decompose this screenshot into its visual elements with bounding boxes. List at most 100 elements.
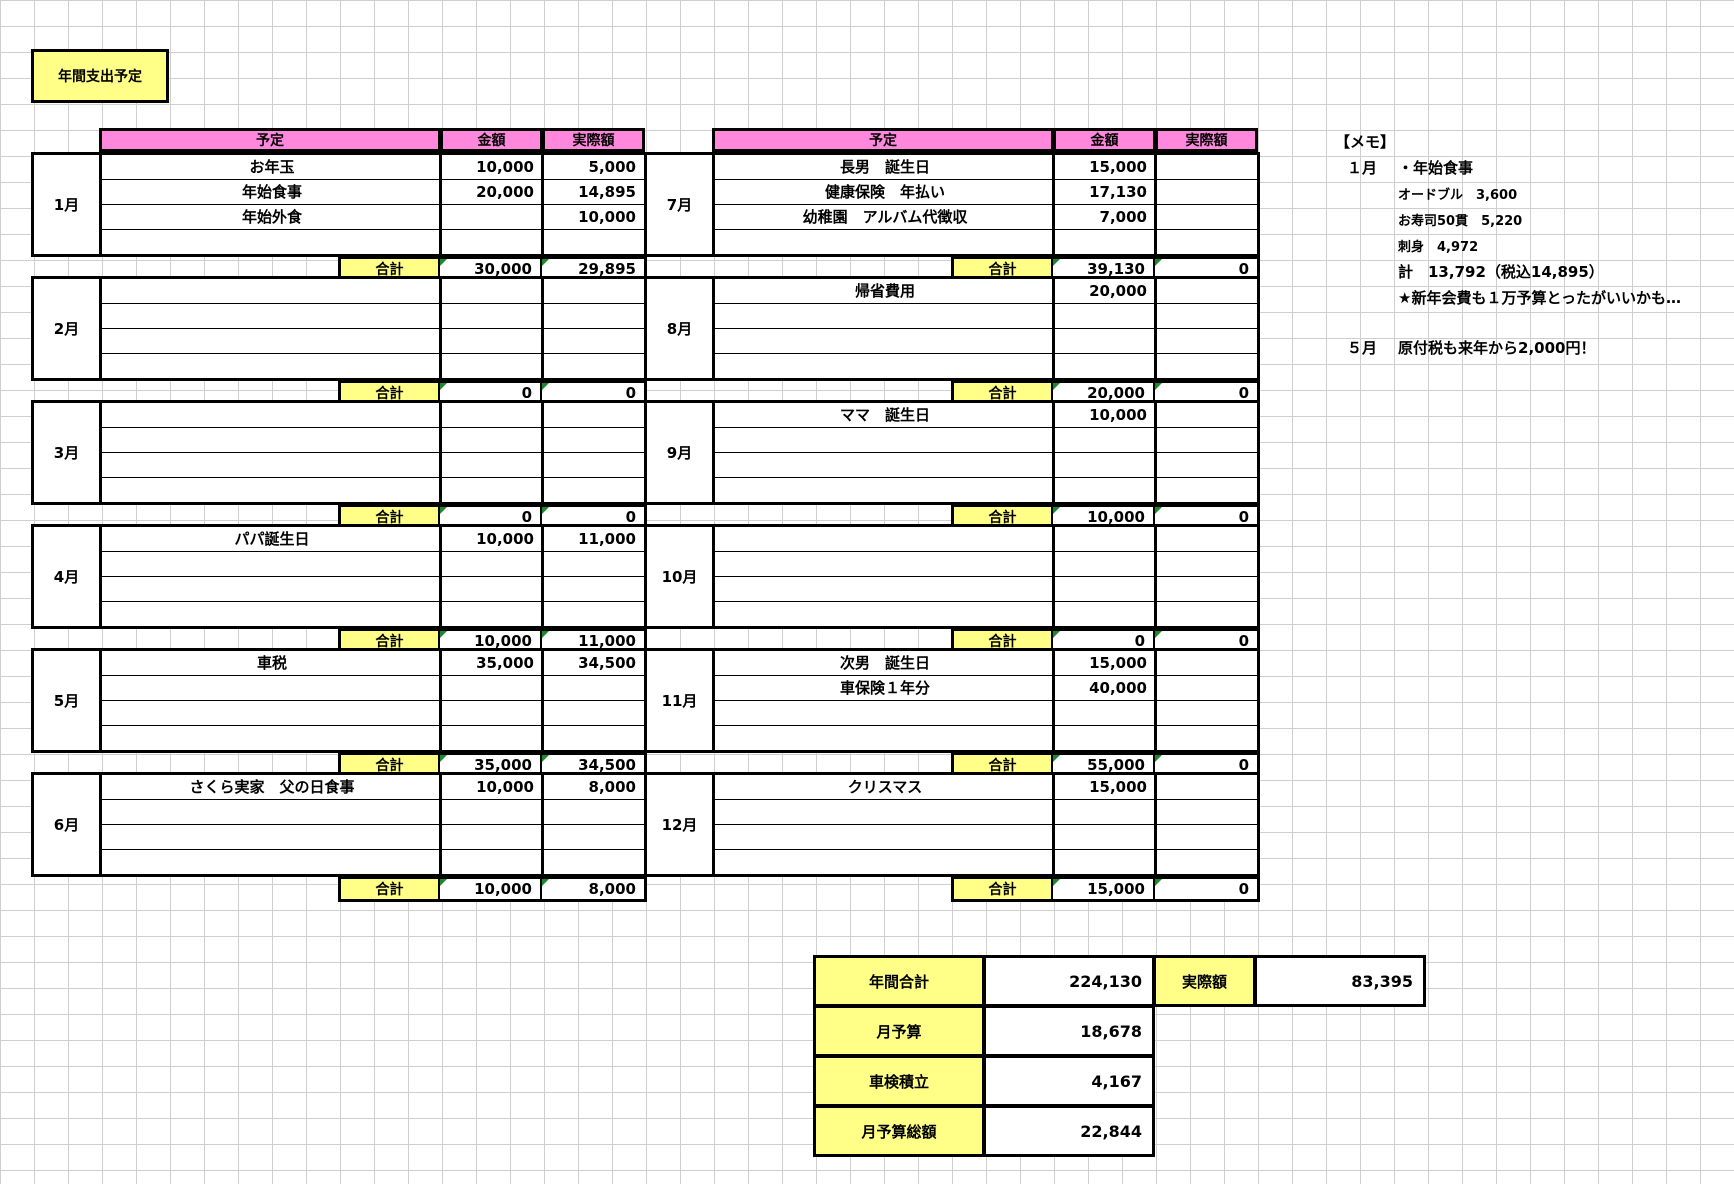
- actual-cell[interactable]: [541, 825, 644, 849]
- amount-cell[interactable]: [439, 602, 542, 626]
- actual-cell[interactable]: [1154, 850, 1257, 874]
- sheet-title[interactable]: 年間支出予定: [31, 49, 169, 103]
- item-cell[interactable]: [712, 329, 1055, 353]
- item-cell[interactable]: 年始食事: [99, 180, 442, 204]
- amount-cell[interactable]: 15,000: [1052, 155, 1155, 179]
- actual-cell[interactable]: [541, 577, 644, 601]
- item-cell[interactable]: [99, 800, 442, 824]
- amount-cell[interactable]: [439, 850, 542, 874]
- item-cell[interactable]: [712, 354, 1055, 378]
- memo-jan-label[interactable]: １月: [1347, 159, 1378, 177]
- actual-cell[interactable]: [1154, 279, 1257, 303]
- month-label[interactable]: 12月: [661, 816, 698, 834]
- amount-cell[interactable]: 10,000: [1052, 403, 1155, 427]
- amount-cell[interactable]: [439, 230, 542, 254]
- item-cell[interactable]: [712, 230, 1055, 254]
- total-amount[interactable]: 15,000: [1053, 876, 1156, 902]
- header-amount-left[interactable]: 金額: [440, 128, 543, 152]
- amount-cell[interactable]: [439, 329, 542, 353]
- actual-cell[interactable]: [1154, 205, 1257, 229]
- actual-total-value[interactable]: 83,395: [1254, 955, 1426, 1007]
- amount-cell[interactable]: [439, 428, 542, 452]
- item-cell[interactable]: 幼稚園 アルバム代徴収: [712, 205, 1055, 229]
- amount-cell[interactable]: [1052, 230, 1155, 254]
- actual-cell[interactable]: [1154, 180, 1257, 204]
- monthly-total-value[interactable]: 22,844: [983, 1105, 1155, 1157]
- actual-cell[interactable]: [541, 354, 644, 378]
- actual-cell[interactable]: [1154, 155, 1257, 179]
- actual-cell[interactable]: [1154, 428, 1257, 452]
- memo-header[interactable]: 【メモ】: [1335, 133, 1396, 151]
- amount-cell[interactable]: [439, 825, 542, 849]
- amount-cell[interactable]: [1052, 329, 1155, 353]
- header-item-left[interactable]: 予定: [99, 128, 441, 152]
- amount-cell[interactable]: [1052, 354, 1155, 378]
- item-cell[interactable]: [712, 304, 1055, 328]
- actual-cell[interactable]: 14,895: [541, 180, 644, 204]
- item-cell[interactable]: [99, 850, 442, 874]
- item-cell[interactable]: 年始外食: [99, 205, 442, 229]
- total-amount[interactable]: 10,000: [440, 876, 543, 902]
- item-cell[interactable]: [99, 304, 442, 328]
- item-cell[interactable]: 長男 誕生日: [712, 155, 1055, 179]
- amount-cell[interactable]: 10,000: [439, 527, 542, 551]
- item-cell[interactable]: [712, 453, 1055, 477]
- item-cell[interactable]: [99, 453, 442, 477]
- item-cell[interactable]: [712, 552, 1055, 576]
- amount-cell[interactable]: 20,000: [439, 180, 542, 204]
- amount-cell[interactable]: 35,000: [439, 651, 542, 675]
- monthly-budget-label[interactable]: 月予算: [813, 1005, 985, 1057]
- memo-jan-line3[interactable]: 刺身 4,972: [1398, 240, 1479, 255]
- item-cell[interactable]: [99, 602, 442, 626]
- item-cell[interactable]: 次男 誕生日: [712, 651, 1055, 675]
- item-cell[interactable]: [99, 354, 442, 378]
- inspection-savings-label[interactable]: 車検積立: [813, 1055, 985, 1107]
- actual-cell[interactable]: [1154, 354, 1257, 378]
- monthly-budget-value[interactable]: 18,678: [983, 1005, 1155, 1057]
- item-cell[interactable]: [99, 726, 442, 750]
- actual-cell[interactable]: [1154, 701, 1257, 725]
- amount-cell[interactable]: [1052, 428, 1155, 452]
- actual-cell[interactable]: [541, 726, 644, 750]
- actual-cell[interactable]: [1154, 800, 1257, 824]
- item-cell[interactable]: 車税: [99, 651, 442, 675]
- item-cell[interactable]: パパ誕生日: [99, 527, 442, 551]
- actual-cell[interactable]: [1154, 527, 1257, 551]
- amount-cell[interactable]: [1052, 478, 1155, 502]
- month-label[interactable]: 6月: [53, 816, 80, 834]
- amount-cell[interactable]: [1052, 701, 1155, 725]
- amount-cell[interactable]: [439, 701, 542, 725]
- total-actual[interactable]: 0: [1155, 876, 1260, 902]
- amount-cell[interactable]: [1052, 800, 1155, 824]
- amount-cell[interactable]: [1052, 726, 1155, 750]
- actual-cell[interactable]: [1154, 726, 1257, 750]
- month-label[interactable]: 9月: [666, 444, 693, 462]
- header-amount-right[interactable]: 金額: [1053, 128, 1156, 152]
- amount-cell[interactable]: [1052, 850, 1155, 874]
- item-cell[interactable]: [712, 701, 1055, 725]
- memo-jan-line1[interactable]: オードブル 3,600: [1398, 188, 1518, 203]
- actual-cell[interactable]: [1154, 304, 1257, 328]
- amount-cell[interactable]: [1052, 577, 1155, 601]
- actual-cell[interactable]: [1154, 552, 1257, 576]
- amount-cell[interactable]: 15,000: [1052, 651, 1155, 675]
- item-cell[interactable]: [712, 428, 1055, 452]
- actual-cell[interactable]: [541, 428, 644, 452]
- monthly-total-label[interactable]: 月予算総額: [813, 1105, 985, 1157]
- actual-cell[interactable]: [1154, 602, 1257, 626]
- header-item-right[interactable]: 予定: [712, 128, 1054, 152]
- actual-cell[interactable]: [1154, 775, 1257, 799]
- memo-jan-line2[interactable]: お寿司50貫 5,220: [1398, 214, 1523, 229]
- amount-cell[interactable]: 17,130: [1052, 180, 1155, 204]
- item-cell[interactable]: ママ 誕生日: [712, 403, 1055, 427]
- amount-cell[interactable]: [439, 676, 542, 700]
- total-label[interactable]: 合計: [951, 876, 1054, 902]
- total-actual[interactable]: 8,000: [542, 876, 647, 902]
- amount-cell[interactable]: [1052, 602, 1155, 626]
- item-cell[interactable]: [99, 552, 442, 576]
- item-cell[interactable]: [99, 230, 442, 254]
- actual-cell[interactable]: [541, 230, 644, 254]
- item-cell[interactable]: [712, 850, 1055, 874]
- annual-total-label[interactable]: 年間合計: [813, 955, 985, 1007]
- item-cell[interactable]: [99, 577, 442, 601]
